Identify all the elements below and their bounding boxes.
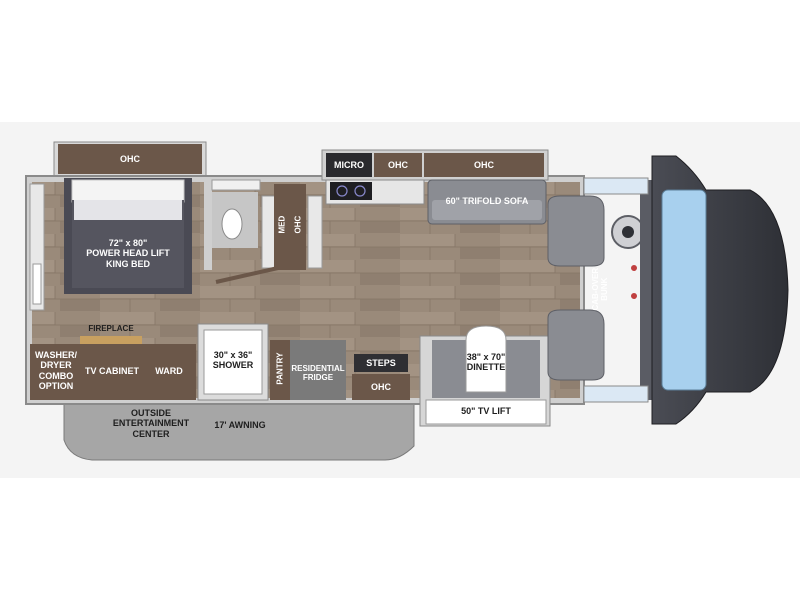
- bath-window: [211, 179, 261, 191]
- ward-cabinet: [142, 344, 196, 400]
- sofa-label: 60" TRIFOLD SOFA: [445, 196, 529, 206]
- ohc-bedroom-label: OHC: [120, 154, 140, 164]
- steering-hub: [622, 226, 634, 238]
- steps-box: [354, 354, 408, 372]
- windshield: [661, 189, 707, 391]
- micro-label: MICRO: [334, 160, 364, 170]
- cab-dash: [640, 180, 652, 400]
- bed-sheet: [74, 200, 182, 220]
- shower-label: 30" x 36" SHOWER: [212, 350, 254, 371]
- tv-lift-cabinet: [425, 399, 547, 425]
- ohc-kitchen-2-label: OHC: [474, 160, 494, 170]
- bath-right-sink: [307, 195, 323, 269]
- awning-label: 17' AWNING: [214, 420, 266, 430]
- burner-2: [354, 185, 366, 197]
- driver-seat: [547, 195, 605, 267]
- bed-pillows: [71, 179, 185, 203]
- fireplace-label: FIREPLACE: [88, 324, 134, 333]
- cab-bunk-label: CAB-OVER BUNK: [590, 267, 609, 311]
- ohc-bath-label: OHC: [293, 215, 303, 234]
- ohc-kitchen-cabinet-2: [424, 153, 544, 177]
- passenger-seat: [547, 309, 605, 381]
- sofa-seat: [432, 200, 542, 220]
- cab-window-top: [583, 177, 649, 195]
- dinette-label: 38" x 70" DINETTE: [466, 352, 506, 373]
- fireplace-cabinet: [80, 336, 142, 344]
- ohc-kitchen-cabinet-1: [374, 153, 422, 177]
- sink-counter: [261, 195, 277, 269]
- washer-cabinet: [30, 344, 82, 400]
- pantry-cabinet: [270, 340, 290, 400]
- bath-door: [215, 266, 279, 284]
- bath-wall: [204, 178, 212, 270]
- ohc-bedroom-cabinet: [58, 144, 202, 174]
- cooktop: [330, 182, 372, 200]
- steps-label: STEPS: [366, 358, 396, 368]
- med-cabinet: [274, 184, 290, 270]
- awning: [63, 401, 415, 461]
- toilet: [221, 208, 243, 240]
- dash-control-1: [631, 265, 637, 271]
- washer-label: WASHER/ DRYER COMBO OPTION: [34, 350, 77, 392]
- ohc-entry-cabinet: [352, 374, 410, 400]
- tv-lift-label: 50" TV LIFT: [461, 406, 511, 416]
- bed-label: 72" x 80" POWER HEAD LIFT KING BED: [86, 238, 170, 269]
- burner-1: [336, 185, 348, 197]
- cab-window-bottom: [583, 385, 649, 403]
- micro-cabinet: [326, 153, 372, 177]
- tv-cabinet-box: [82, 344, 142, 400]
- outside-entertainment-label: OUTSIDE ENTERTAINMENT CENTER: [112, 408, 190, 439]
- ohc-entry-label: OHC: [371, 382, 391, 392]
- rear-window: [32, 263, 42, 305]
- ward-label: WARD: [155, 366, 183, 376]
- med-label: MED: [277, 215, 287, 234]
- shower-pan: [203, 329, 263, 395]
- tv-cabinet-label: TV CABINET: [85, 366, 139, 376]
- ohc-bath-cabinet: [290, 184, 306, 270]
- dash-control-2: [631, 293, 637, 299]
- ohc-kitchen-1-label: OHC: [388, 160, 408, 170]
- fridge-label: RESIDENTIAL FRIDGE: [291, 364, 345, 383]
- pantry-label: PANTRY: [275, 352, 285, 385]
- fridge-box: [290, 340, 346, 400]
- dinette-table: [465, 325, 507, 393]
